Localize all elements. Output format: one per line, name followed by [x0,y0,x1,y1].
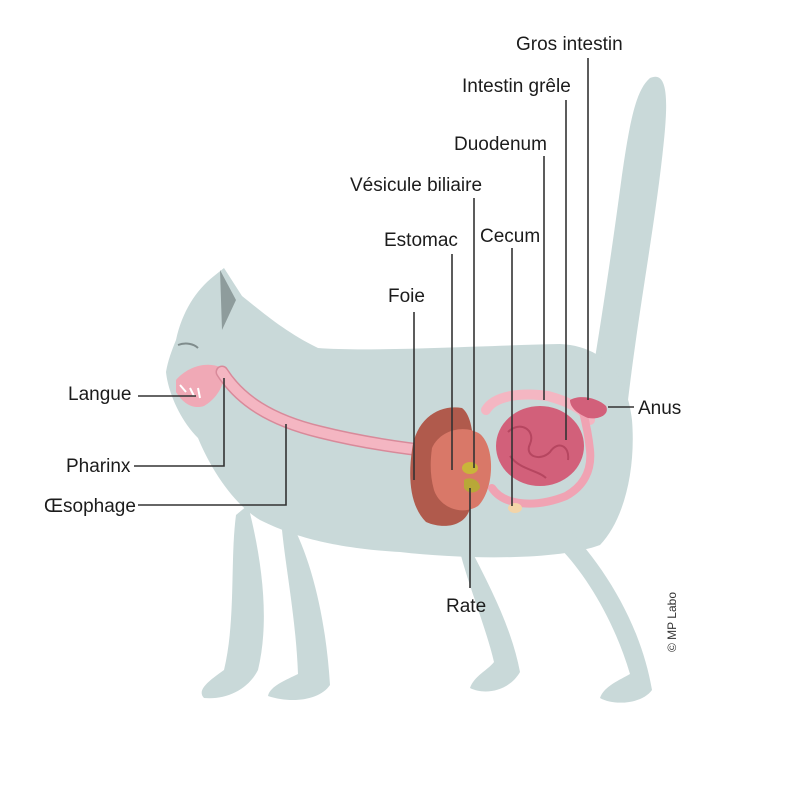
label-vesicule-biliaire: Vésicule biliaire [350,175,482,196]
rectum [570,397,607,419]
label-rate: Rate [446,596,486,617]
cat-tail [588,76,667,401]
cat-hind-leg-1 [460,548,520,692]
label-cecum: Cecum [480,226,540,247]
cat-silhouette [166,76,667,703]
spleen [464,478,480,493]
cat-front-leg-1 [201,505,264,699]
large-intestine [488,404,595,508]
label-intestin-grele: Intestin grêle [462,76,571,97]
leader-pharinx [134,378,225,467]
stomach [430,429,492,511]
cat-front-leg-2 [268,520,330,701]
cat-eye [177,342,199,349]
label-foie: Foie [388,286,425,307]
label-pharinx: Pharinx [66,456,131,477]
cat-hind-leg-2 [560,520,652,703]
cat-ear-inner [220,270,236,330]
leader-oesophage [138,424,287,506]
teeth [179,384,201,399]
leader-lines [134,58,634,588]
label-oesophage: Œsophage [44,496,136,517]
cat-torso [166,268,633,558]
label-langue: Langue [68,384,131,405]
labels: Gros intestin Intestin grêle Duodenum Vé… [44,34,681,652]
gallbladder [462,462,478,474]
label-gros-intestin: Gros intestin [516,34,623,55]
label-estomac: Estomac [384,230,458,251]
cecum [508,503,522,513]
copyright-label: © MP Labo [665,592,679,652]
oesophagus [217,367,443,457]
label-duodenum: Duodenum [454,134,547,155]
label-anus: Anus [638,398,681,419]
